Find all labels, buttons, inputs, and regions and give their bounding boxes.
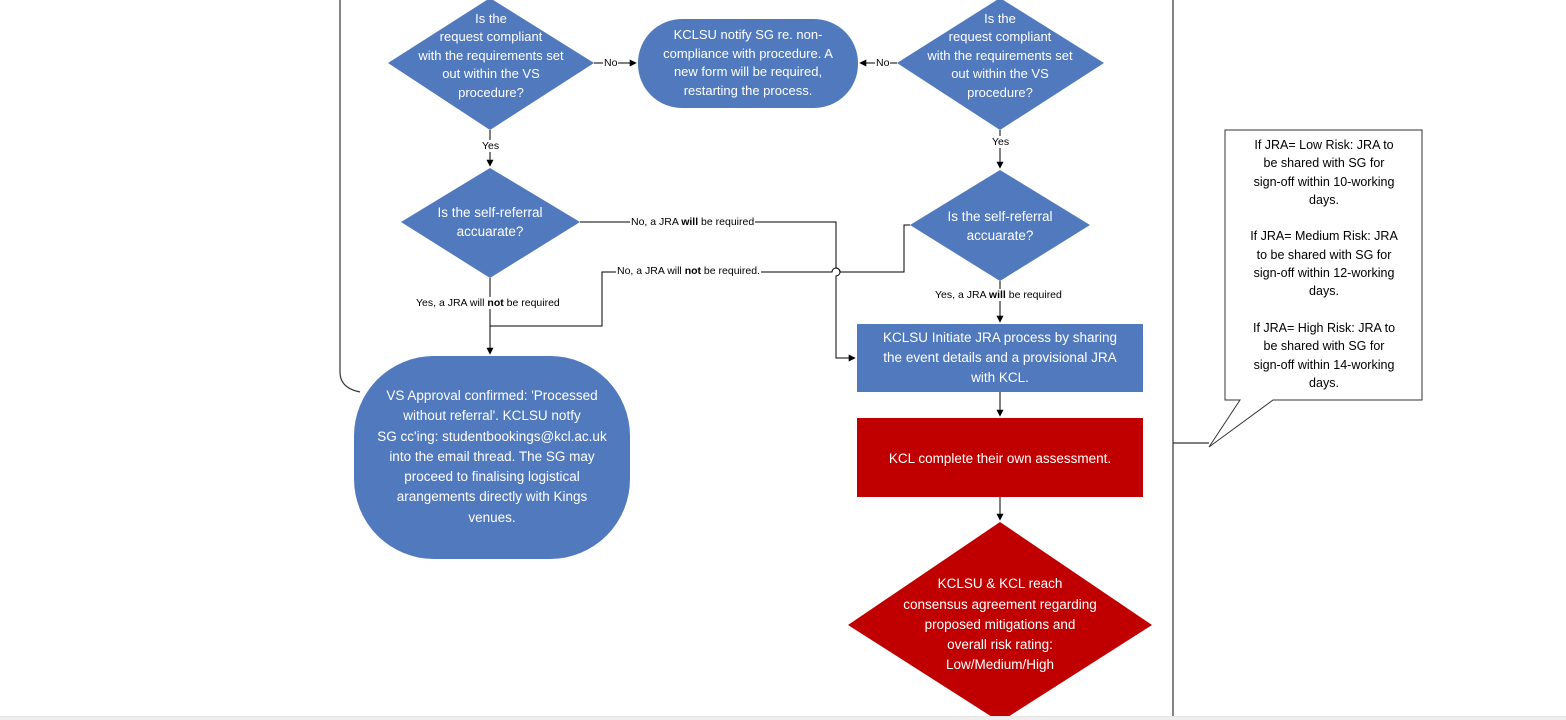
callout-box xyxy=(1208,129,1423,448)
decision-selfreferral-right-text: Is the self-referral accuarate? xyxy=(947,209,1053,243)
connector-jra-will-required xyxy=(580,221,856,362)
label-part: be required. xyxy=(701,265,760,277)
edge-label-jra-will-required-yes: Yes, a JRA will be required xyxy=(934,289,1063,301)
bottom-scroll-edge xyxy=(0,716,1566,720)
edge-label-yes-right: Yes xyxy=(991,136,1011,148)
label-part: be required xyxy=(1005,289,1062,301)
left-lane-curve xyxy=(339,371,361,393)
label-part: Yes, a JRA xyxy=(935,289,989,301)
label-bold: not xyxy=(684,265,702,277)
label-part: No, a JRA xyxy=(631,216,682,228)
label-part: be required xyxy=(698,216,755,228)
initiate-jra-text: KCLSU Initiate JRA process by sharing th… xyxy=(882,330,1118,385)
consensus-decision[interactable] xyxy=(848,522,1152,719)
edge-label-no-left: No xyxy=(603,57,619,69)
label-part: be required xyxy=(503,297,560,309)
decision-selfreferral-right[interactable] xyxy=(910,170,1090,281)
label-bold: will xyxy=(988,289,1006,301)
edge-label-jra-will-required: No, a JRA will be required xyxy=(630,216,756,228)
edge-label-jra-not-required-yes: Yes, a JRA will not be required xyxy=(415,297,561,309)
decision-compliant-right-text: Is the request compliant with the requir… xyxy=(927,10,1073,100)
edge-label-yes-left: Yes xyxy=(481,140,501,152)
decision-selfreferral-left[interactable] xyxy=(401,168,580,278)
edge-label-no-right: No xyxy=(875,57,891,69)
decision-selfreferral-left-text: Is the self-referral accuarate? xyxy=(437,205,543,239)
label-part: No, a JRA will xyxy=(617,265,685,277)
risk-signoff-callout-text: If JRA= Low Risk: JRA to be shared with … xyxy=(1250,138,1398,390)
notify-noncompliance-terminator[interactable] xyxy=(638,19,858,108)
decision-compliant-left[interactable] xyxy=(388,0,594,130)
vs-approval-terminator[interactable] xyxy=(354,356,630,559)
kcl-assessment-text: KCL complete their own assessment. xyxy=(888,450,1112,466)
notify-noncompliance-text: KCLSU notify SG re. non- compliance with… xyxy=(663,27,833,98)
vs-approval-text: VS Approval confirmed: 'Processed withou… xyxy=(377,387,607,525)
decision-compliant-left-text: Is the request compliant with the requir… xyxy=(418,10,564,100)
decision-compliant-right[interactable] xyxy=(897,0,1104,130)
edge-label-jra-not-required-no: No, a JRA will not be required. xyxy=(616,265,761,277)
label-bold: not xyxy=(487,297,504,309)
label-bold: will xyxy=(681,216,699,228)
kcl-assessment-process[interactable] xyxy=(857,418,1143,497)
initiate-jra-process[interactable] xyxy=(857,324,1143,392)
label-part: Yes, a JRA will xyxy=(416,297,488,309)
consensus-text: KCLSU & KCL reach consensus agreement re… xyxy=(903,576,1097,673)
